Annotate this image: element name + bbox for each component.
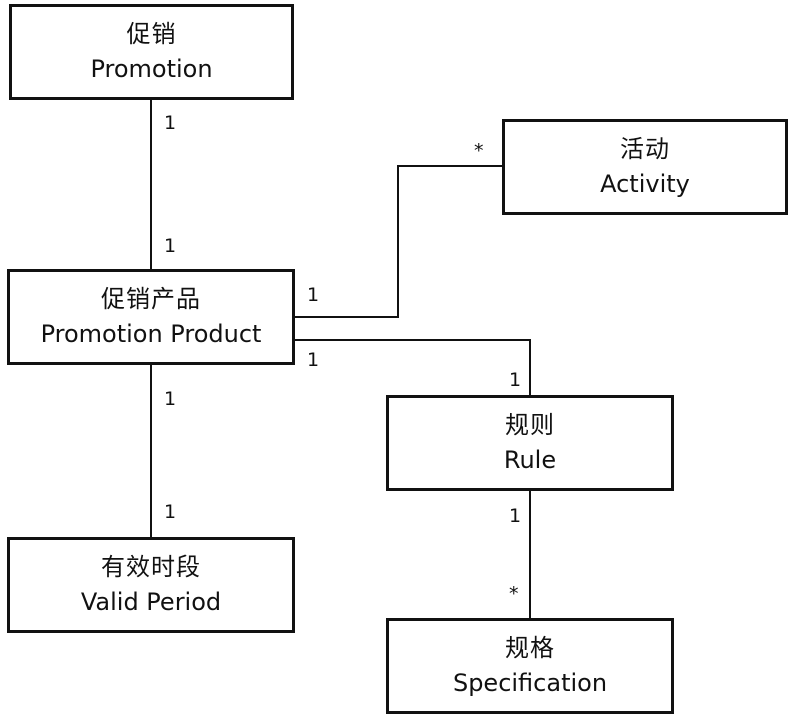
multiplicity-specification-end: * bbox=[509, 583, 519, 605]
promotion-en-label: Promotion bbox=[90, 55, 213, 83]
product-to-rule-line bbox=[294, 339, 531, 396]
multiplicity-promotion-product-bottom: 1 bbox=[164, 388, 177, 410]
activity-class-box: 活动 Activity bbox=[502, 119, 788, 215]
activity-zh-label: 活动 bbox=[620, 135, 670, 164]
multiplicity-rule-bottom: 1 bbox=[509, 505, 522, 527]
multiplicity-promotion-product-activity: 1 bbox=[307, 284, 320, 306]
specification-en-label: Specification bbox=[452, 669, 608, 697]
promotion-product-en-label: Promotion Product bbox=[40, 320, 262, 348]
multiplicity-promotion-end: 1 bbox=[164, 112, 177, 134]
promotion-zh-label: 促销 bbox=[126, 20, 177, 49]
valid-period-class-box: 有效时段 Valid Period bbox=[7, 537, 295, 633]
valid-period-en-label: Valid Period bbox=[80, 588, 222, 616]
promotion-product-zh-label: 促销产品 bbox=[101, 285, 201, 314]
multiplicity-promotion-product-top: 1 bbox=[164, 235, 177, 257]
specification-class-box: 规格 Specification bbox=[386, 618, 674, 714]
valid-period-zh-label: 有效时段 bbox=[101, 553, 201, 582]
multiplicity-valid-period-end: 1 bbox=[164, 501, 177, 523]
multiplicity-rule-top: 1 bbox=[509, 369, 522, 391]
promotion-class-box: 促销 Promotion bbox=[9, 4, 294, 100]
product-to-activity-line bbox=[294, 165, 503, 318]
multiplicity-activity-end: * bbox=[474, 140, 484, 162]
specification-zh-label: 规格 bbox=[505, 634, 555, 663]
promotion-product-class-box: 促销产品 Promotion Product bbox=[7, 269, 295, 365]
activity-en-label: Activity bbox=[600, 170, 690, 198]
rule-class-box: 规则 Rule bbox=[386, 395, 674, 491]
rule-zh-label: 规则 bbox=[505, 411, 555, 440]
multiplicity-promotion-product-rule: 1 bbox=[307, 349, 320, 371]
rule-en-label: Rule bbox=[503, 446, 557, 474]
